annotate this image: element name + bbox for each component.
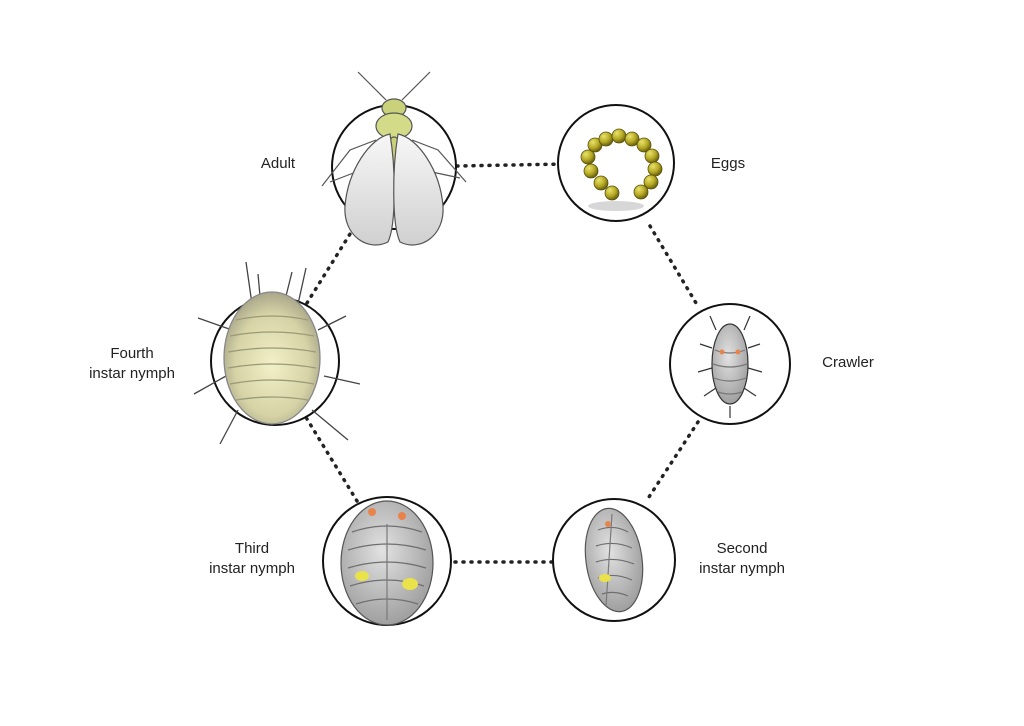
- third-instar-illustration: [340, 500, 434, 626]
- second-instar-illustration: [584, 507, 644, 613]
- connector-adult-eggs: [455, 162, 567, 168]
- connector-crawler-second: [645, 420, 700, 502]
- crawler-illustration: [697, 315, 763, 418]
- label-third-instar-line1: Third: [234, 540, 270, 557]
- cycle-connectors: [305, 162, 701, 564]
- label-third-instar-line2: instar nymph: [209, 560, 295, 577]
- label-eggs-line1: Eggs: [710, 155, 746, 172]
- crawler-stage: [669, 303, 791, 425]
- adult-stage: [321, 71, 467, 246]
- label-crawler-line1: Crawler: [822, 354, 874, 371]
- label-eggs: Eggs: [696, 154, 760, 174]
- label-second-instar-line1: Second: [716, 540, 768, 557]
- adult-whitefly-illustration: [321, 71, 467, 246]
- fourth-instar-stage: [193, 261, 361, 445]
- eggs-stage: [557, 104, 675, 222]
- label-third-instar: Third instar nymph: [196, 539, 308, 579]
- label-adult-line1: Adult: [260, 155, 296, 172]
- eggs-illustration: [580, 128, 663, 211]
- fourth-instar-illustration: [193, 261, 361, 445]
- label-fourth-instar: Fourth instar nymph: [76, 344, 188, 384]
- label-second-instar-line2: instar nymph: [699, 560, 785, 577]
- connector-third-fourth: [305, 417, 359, 503]
- label-second-instar: Second instar nymph: [686, 539, 798, 579]
- connector-eggs-crawler: [648, 224, 701, 310]
- connector-fourth-adult: [305, 232, 352, 305]
- label-adult: Adult: [240, 154, 316, 174]
- label-crawler: Crawler: [808, 353, 888, 373]
- label-fourth-instar-line2: instar nymph: [89, 365, 175, 382]
- label-fourth-instar-line1: Fourth: [110, 345, 154, 362]
- second-instar-stage: [552, 498, 676, 622]
- third-instar-stage: [322, 496, 452, 626]
